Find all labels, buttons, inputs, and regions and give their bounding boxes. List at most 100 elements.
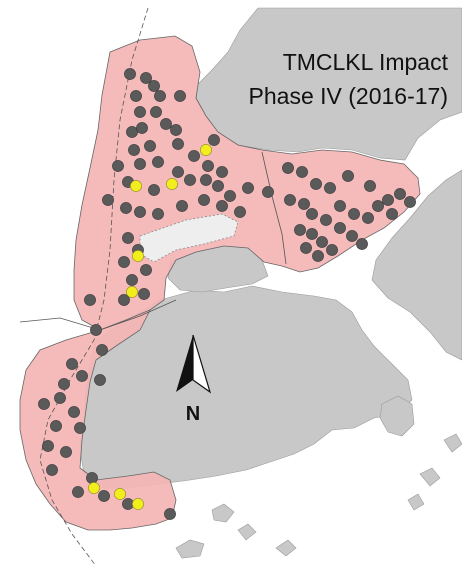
sighting-marker-gray [356, 238, 368, 250]
sighting-marker-gray [140, 264, 152, 276]
mainland-north [195, 7, 462, 161]
sighting-marker-gray [324, 182, 336, 194]
sighting-marker-gray [118, 294, 130, 306]
sighting-marker-yellow [114, 488, 126, 500]
sighting-marker-gray [118, 256, 130, 268]
sighting-marker-gray [294, 224, 306, 236]
sighting-marker-gray [234, 206, 246, 218]
sighting-marker-gray [198, 194, 210, 206]
sighting-marker-gray [112, 160, 124, 172]
sighting-marker-gray [160, 118, 172, 130]
sighting-marker-gray [224, 190, 236, 202]
islet-east-b [443, 433, 462, 453]
sighting-marker-gray [404, 196, 416, 208]
sighting-marker-gray [172, 166, 184, 178]
sighting-marker-gray [372, 200, 384, 212]
sighting-marker-gray [72, 486, 84, 498]
sighting-marker-gray [300, 242, 312, 254]
sighting-marker-gray [84, 294, 96, 306]
sighting-marker-gray [306, 208, 318, 220]
sighting-marker-gray [346, 230, 358, 242]
sighting-marker-gray [76, 370, 88, 382]
reclamation-hatch [139, 213, 239, 263]
sighting-marker-gray [284, 194, 296, 206]
sighting-marker-gray [140, 72, 152, 84]
sighting-marker-gray [144, 140, 156, 152]
east-headland [371, 169, 462, 361]
sighting-marker-gray [130, 90, 142, 102]
sighting-marker-gray [136, 122, 148, 134]
sighting-marker-gray [148, 184, 160, 196]
sighting-marker-gray [152, 208, 164, 220]
sighting-marker-gray [134, 206, 146, 218]
survey-area-southwest [19, 309, 177, 531]
sighting-marker-gray [96, 344, 108, 356]
sighting-marker-gray [68, 406, 80, 418]
sighting-marker-gray [102, 194, 114, 206]
sighting-marker-gray [296, 166, 308, 178]
sighting-marker-gray [50, 420, 62, 432]
sighting-marker-gray [216, 166, 228, 178]
north-arrow-icon [176, 334, 212, 394]
sighting-marker-yellow [166, 178, 178, 190]
north-label: N [186, 403, 200, 425]
sighting-marker-yellow [88, 482, 100, 494]
sightings-layer [38, 68, 416, 520]
sighting-marker-gray [310, 178, 322, 190]
sighting-marker-gray [184, 174, 196, 186]
islet-south-a [175, 539, 205, 559]
sighting-marker-gray [126, 126, 138, 138]
sighting-marker-yellow [200, 144, 212, 156]
land-masses [79, 7, 462, 559]
sighting-marker-gray [282, 162, 294, 174]
sighting-marker-gray [98, 490, 110, 502]
sighting-marker-gray [42, 440, 54, 452]
sighting-marker-yellow [132, 250, 144, 262]
sighting-marker-yellow [126, 286, 138, 298]
map-title-line-2: Phase IV (2016-17) [249, 83, 448, 109]
sighting-marker-gray [134, 158, 146, 170]
sighting-marker-gray [334, 200, 346, 212]
sighting-marker-gray [242, 182, 254, 194]
sighting-marker-gray [54, 392, 66, 404]
sighting-marker-gray [176, 200, 188, 212]
sighting-marker-gray [90, 324, 102, 336]
sighting-marker-gray [94, 374, 106, 386]
sighting-marker-gray [60, 446, 72, 458]
sighting-marker-gray [138, 288, 150, 300]
sighting-marker-gray [334, 222, 346, 234]
islet-east-a [419, 467, 441, 487]
sighting-marker-gray [316, 236, 328, 248]
sighting-marker-gray [66, 358, 78, 370]
islet-south-d [275, 539, 297, 557]
islet-south-c [237, 523, 257, 541]
sighting-marker-gray [364, 180, 376, 192]
sighting-marker-gray [382, 194, 394, 206]
sighting-marker-gray [394, 188, 406, 200]
sighting-marker-gray [120, 202, 132, 214]
sighting-marker-gray [208, 134, 220, 146]
islet-east-c [407, 493, 425, 511]
sighting-marker-gray [128, 144, 140, 156]
sighting-marker-gray [312, 250, 324, 262]
sighting-marker-gray [150, 106, 162, 118]
sighting-marker-yellow [130, 180, 142, 192]
inner-boundary [261, 151, 287, 265]
sighting-marker-gray [188, 150, 200, 162]
sighting-marker-gray [148, 80, 160, 92]
sighting-marker-gray [58, 378, 70, 390]
sighting-marker-gray [306, 228, 318, 240]
sighting-marker-gray [320, 214, 332, 226]
sighting-marker-gray [86, 472, 98, 484]
sighting-marker-gray [386, 208, 398, 220]
lamma-island [379, 395, 415, 437]
sighting-marker-gray [154, 90, 166, 102]
sighting-marker-gray [326, 244, 338, 256]
sighting-marker-gray [298, 198, 310, 210]
map-title-line-1: TMCLKL Impact [283, 49, 449, 75]
sighting-marker-gray [170, 124, 182, 136]
sighting-marker-gray [38, 398, 50, 410]
dashed-boundary-west [39, 7, 149, 566]
